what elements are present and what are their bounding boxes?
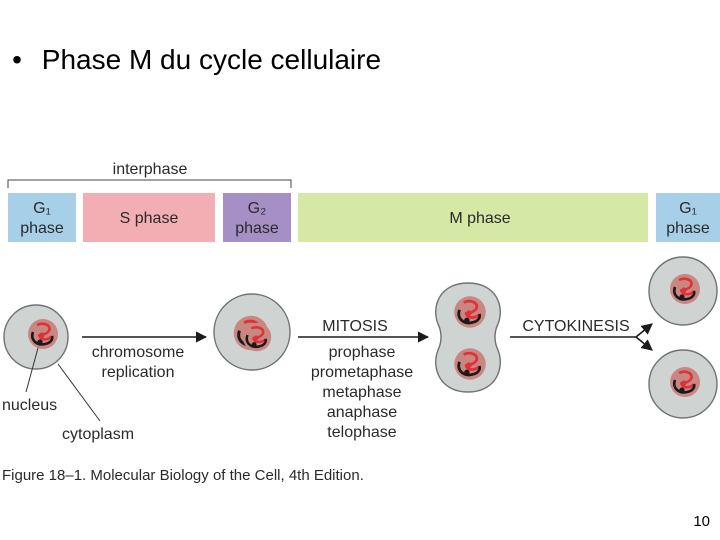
cytoplasm-pointer — [57, 363, 101, 422]
interphase-bracket — [7, 179, 292, 188]
next-g1-phase-box — [656, 193, 720, 242]
cytokinesis-arrow-up — [635, 323, 653, 338]
next-g1-phase-label: G₁ — [679, 200, 697, 217]
replication-label: replication — [102, 364, 175, 381]
g2-phase-label: G₂ — [248, 200, 267, 217]
mitosis-label: MITOSIS — [322, 318, 388, 335]
slide-title: • Phase M du cycle cellulaire — [0, 40, 381, 80]
dividing-cell — [435, 282, 501, 393]
chromosome-label: chromosome — [92, 344, 185, 361]
g1-phase-sublabel: phase — [20, 220, 64, 237]
cytokinesis-arrow-down — [635, 336, 653, 351]
starting-cell — [3, 304, 69, 370]
page-number: 10 — [693, 513, 710, 530]
interphase-label: interphase — [113, 161, 188, 178]
stage-metaphase: metaphase — [322, 384, 401, 401]
replicated-cell — [213, 293, 291, 371]
cell-cycle-figure: interphase G₁ phase S phase G₂ phase M p… — [2, 161, 720, 484]
cytokinesis-label: CYTOKINESIS — [522, 318, 629, 335]
g1-phase-box — [8, 193, 76, 242]
daughter-cell-bottom — [648, 349, 718, 419]
figure-caption: Figure 18–1. Molecular Biology of the Ce… — [2, 467, 364, 484]
stage-telophase: telophase — [327, 424, 396, 441]
bullet-marker: • — [12, 44, 22, 75]
g2-phase-sublabel: phase — [235, 220, 279, 237]
daughter-cell-top — [648, 256, 718, 326]
stage-prophase: prophase — [329, 344, 396, 361]
nucleus-pointer — [25, 347, 39, 393]
g2-phase-box — [223, 193, 291, 242]
cytoplasm-label: cytoplasm — [62, 426, 134, 443]
next-g1-phase-sublabel: phase — [666, 220, 710, 237]
stage-anaphase: anaphase — [327, 404, 397, 421]
slide-title-text: Phase M du cycle cellulaire — [41, 44, 382, 75]
stage-prometaphase: prometaphase — [311, 364, 413, 381]
phase-bar: G₁ phase S phase G₂ phase M phase G₁ pha… — [8, 193, 720, 242]
s-phase-box — [83, 193, 215, 242]
m-phase-label: M phase — [449, 210, 510, 227]
s-phase-label: S phase — [120, 210, 179, 227]
m-phase-box — [298, 193, 648, 242]
nucleus-label: nucleus — [2, 397, 57, 414]
g1-phase-label: G₁ — [33, 200, 51, 217]
